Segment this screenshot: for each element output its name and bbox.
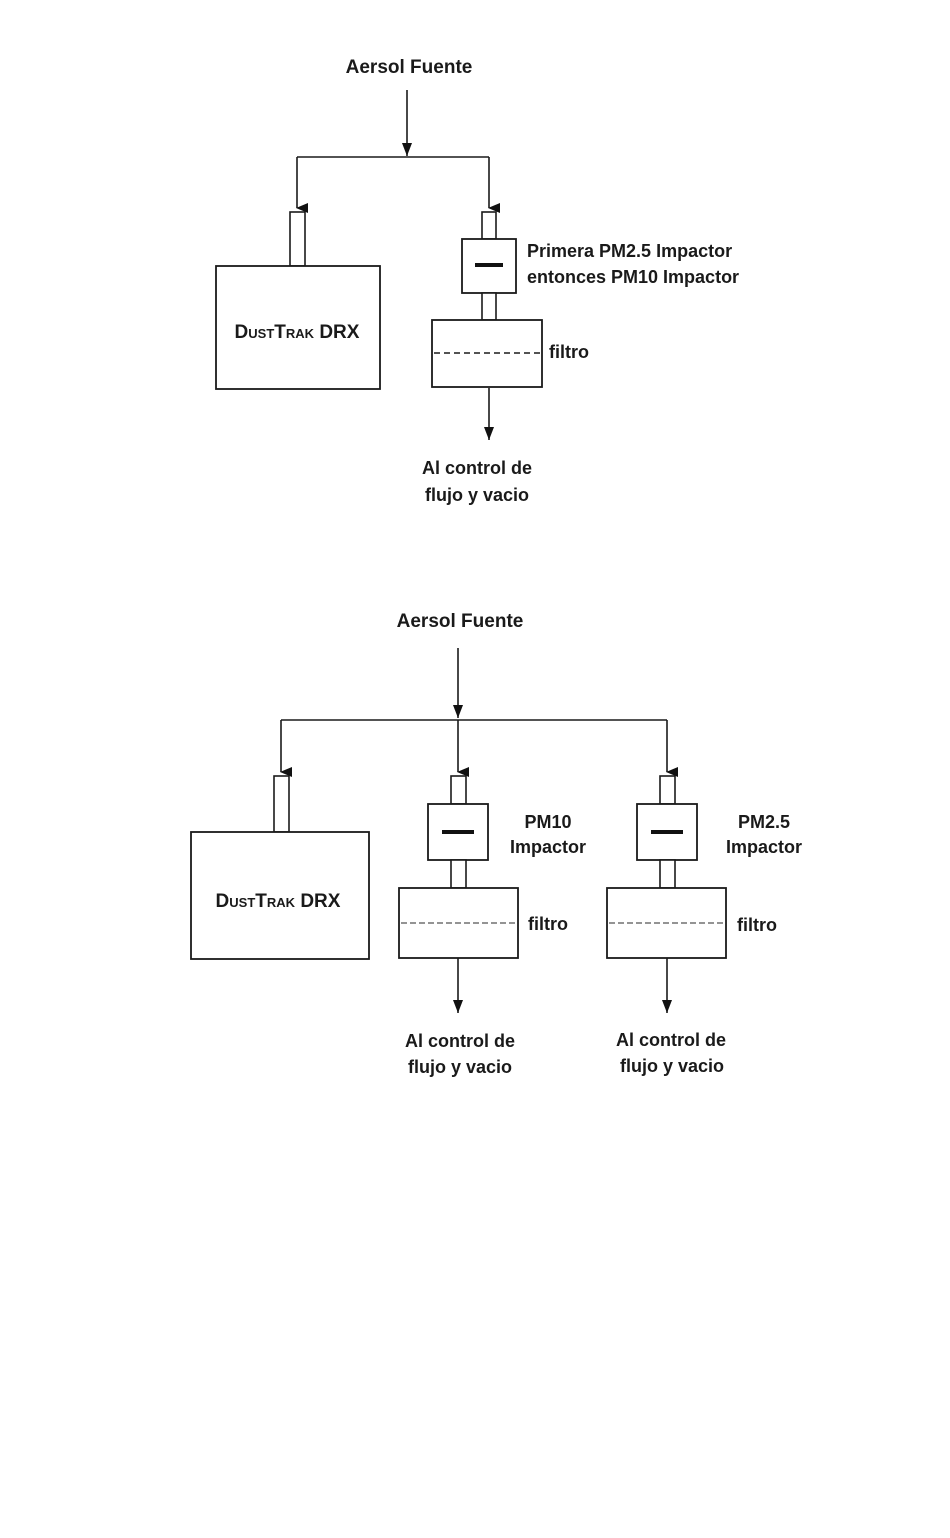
- flow-lines: [281, 648, 667, 772]
- down-arrow-icon: [484, 427, 494, 440]
- outlet-label-line2: flujo y vacio: [425, 485, 529, 505]
- aerosol-source-label: Aersol Fuente: [346, 57, 473, 78]
- pm10-impactor-label-line2: Impactor: [510, 837, 586, 857]
- diagram-parallel-impactors: Aersol Fuente DustTrak DRX PM10 Impactor…: [191, 611, 802, 1077]
- down-arrow-icon: [402, 143, 412, 156]
- flow-lines: [297, 90, 489, 208]
- aerosol-source-label: Aersol Fuente: [397, 611, 524, 632]
- down-arrow-icon: [453, 705, 463, 718]
- pm25-outlet-label-line2: flujo y vacio: [620, 1056, 724, 1076]
- pm25-outlet-label-line1: Al control de: [616, 1030, 726, 1050]
- pm25-impactor-label-line2: Impactor: [726, 837, 802, 857]
- impactor-label-line2: entonces PM10 Impactor: [527, 267, 739, 287]
- filter-label: filtro: [549, 342, 589, 362]
- down-arrow-icon: [662, 1000, 672, 1013]
- pm10-filter-label: filtro: [528, 914, 568, 934]
- dusttrak-inlet-tube: [274, 776, 289, 832]
- dusttrak-label: DustTrak DRX: [235, 322, 360, 343]
- impactor-inlet-tube: [482, 212, 496, 239]
- impactor-label-line1: Primera PM2.5 Impactor: [527, 241, 732, 261]
- dusttrak-inlet-tube: [290, 212, 305, 266]
- diagram-serial-impactors: Aersol Fuente DustTrak DRX Primera PM2.5…: [216, 57, 739, 505]
- pm25-filter-label: filtro: [737, 915, 777, 935]
- outlet-label-line1: Al control de: [422, 458, 532, 478]
- pm10-inlet-tube: [451, 776, 466, 804]
- pm25-inlet-tube: [660, 776, 675, 804]
- dusttrak-label: DustTrak DRX: [216, 891, 341, 912]
- pm10-outlet-tube: [451, 860, 466, 888]
- impactor-outlet-tube: [482, 293, 496, 320]
- pm10-impactor-label-line1: PM10: [524, 812, 571, 832]
- pm25-impactor-label-line1: PM2.5: [738, 812, 790, 832]
- pm25-outlet-tube: [660, 860, 675, 888]
- pm10-outlet-label-line2: flujo y vacio: [408, 1057, 512, 1077]
- down-arrow-icon: [453, 1000, 463, 1013]
- pm10-outlet-label-line1: Al control de: [405, 1031, 515, 1051]
